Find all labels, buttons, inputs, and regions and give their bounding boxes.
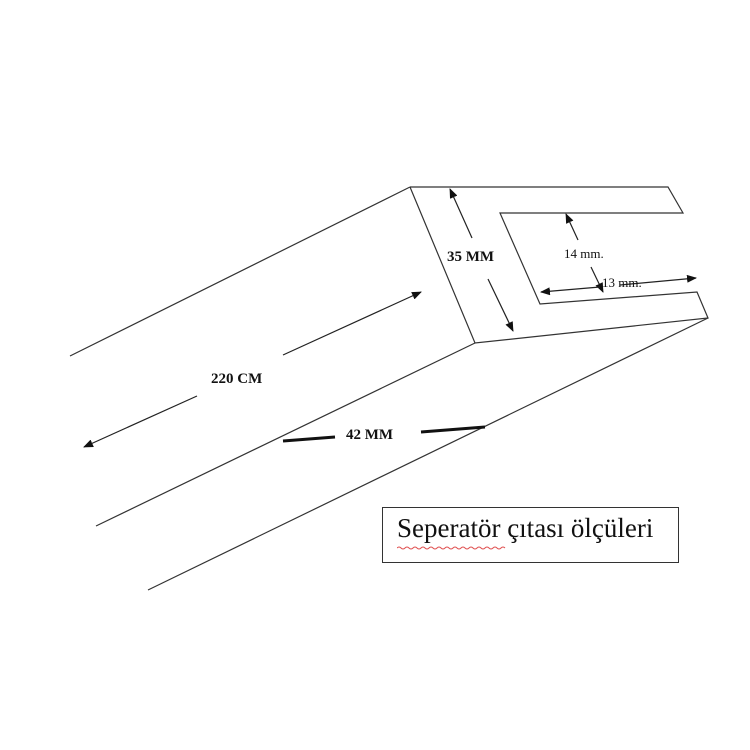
slot-depth-arrow-up [565,213,579,241]
slot-depth-arrow-down [590,266,604,293]
width-dash-left [282,435,336,443]
slot-width-label: 13 mm. [602,275,642,290]
length-arrow-right [282,291,422,356]
bottom-edge-line [147,317,709,591]
width-label: 42 MM [346,427,394,443]
spellcheck-underline [397,546,506,550]
middle-edge-line [95,342,476,527]
c-profile-outline [409,186,709,344]
height-label: 35 MM [447,249,495,265]
length-arrow-left [83,395,198,448]
top-edge-line [69,186,411,357]
slot-width-arrow-right [619,274,697,286]
slot-width-arrow-left [540,286,601,296]
width-dash-right [420,425,486,434]
title-box: Seperatör çıtası ölçüleri [382,507,679,563]
height-arrow-up [449,188,473,239]
length-label: 220 CM [211,371,263,387]
height-arrow-down [487,278,514,332]
slot-depth-label: 14 mm. [564,246,604,261]
diagram-title: Seperatör çıtası ölçüleri [397,513,654,543]
